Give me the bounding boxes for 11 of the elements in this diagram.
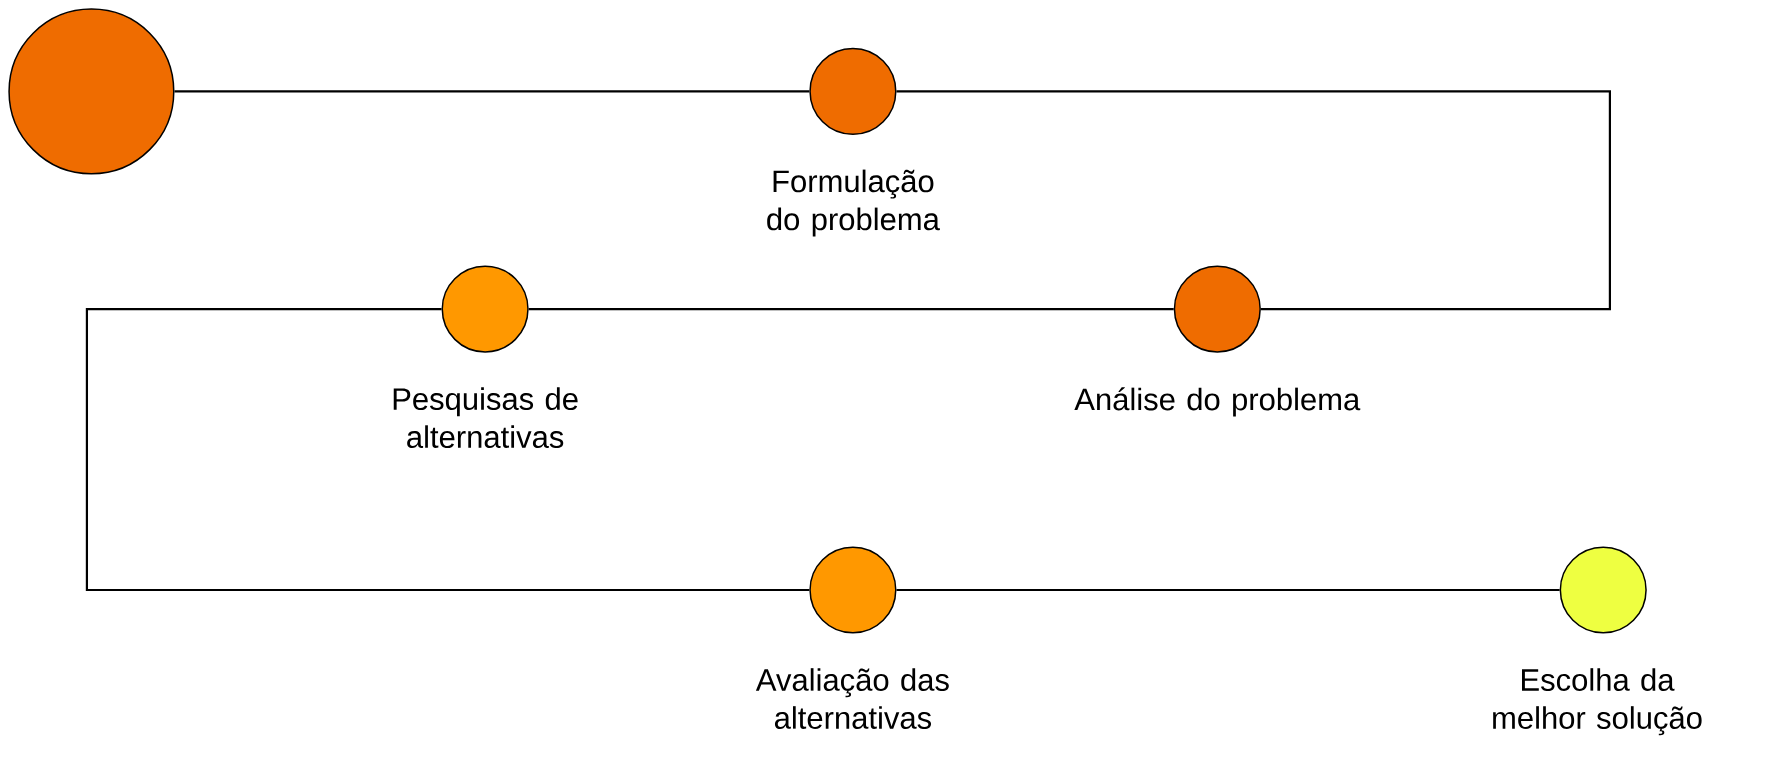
step-label: Avaliação das alternativas	[755, 668, 949, 729]
connector-line	[896, 90, 1611, 311]
connector-line	[528, 308, 1174, 311]
step-label: Escolha da melhor solução	[1493, 668, 1702, 736]
step-label: Pesquisas de alternativas	[393, 387, 578, 449]
step-circle	[8, 8, 175, 175]
step-label: Análise do problema	[1074, 387, 1361, 417]
connector-line	[85, 308, 810, 592]
connector-line	[896, 588, 1560, 592]
step-label: Formulação do problema	[767, 169, 940, 237]
connector-line	[174, 90, 810, 93]
